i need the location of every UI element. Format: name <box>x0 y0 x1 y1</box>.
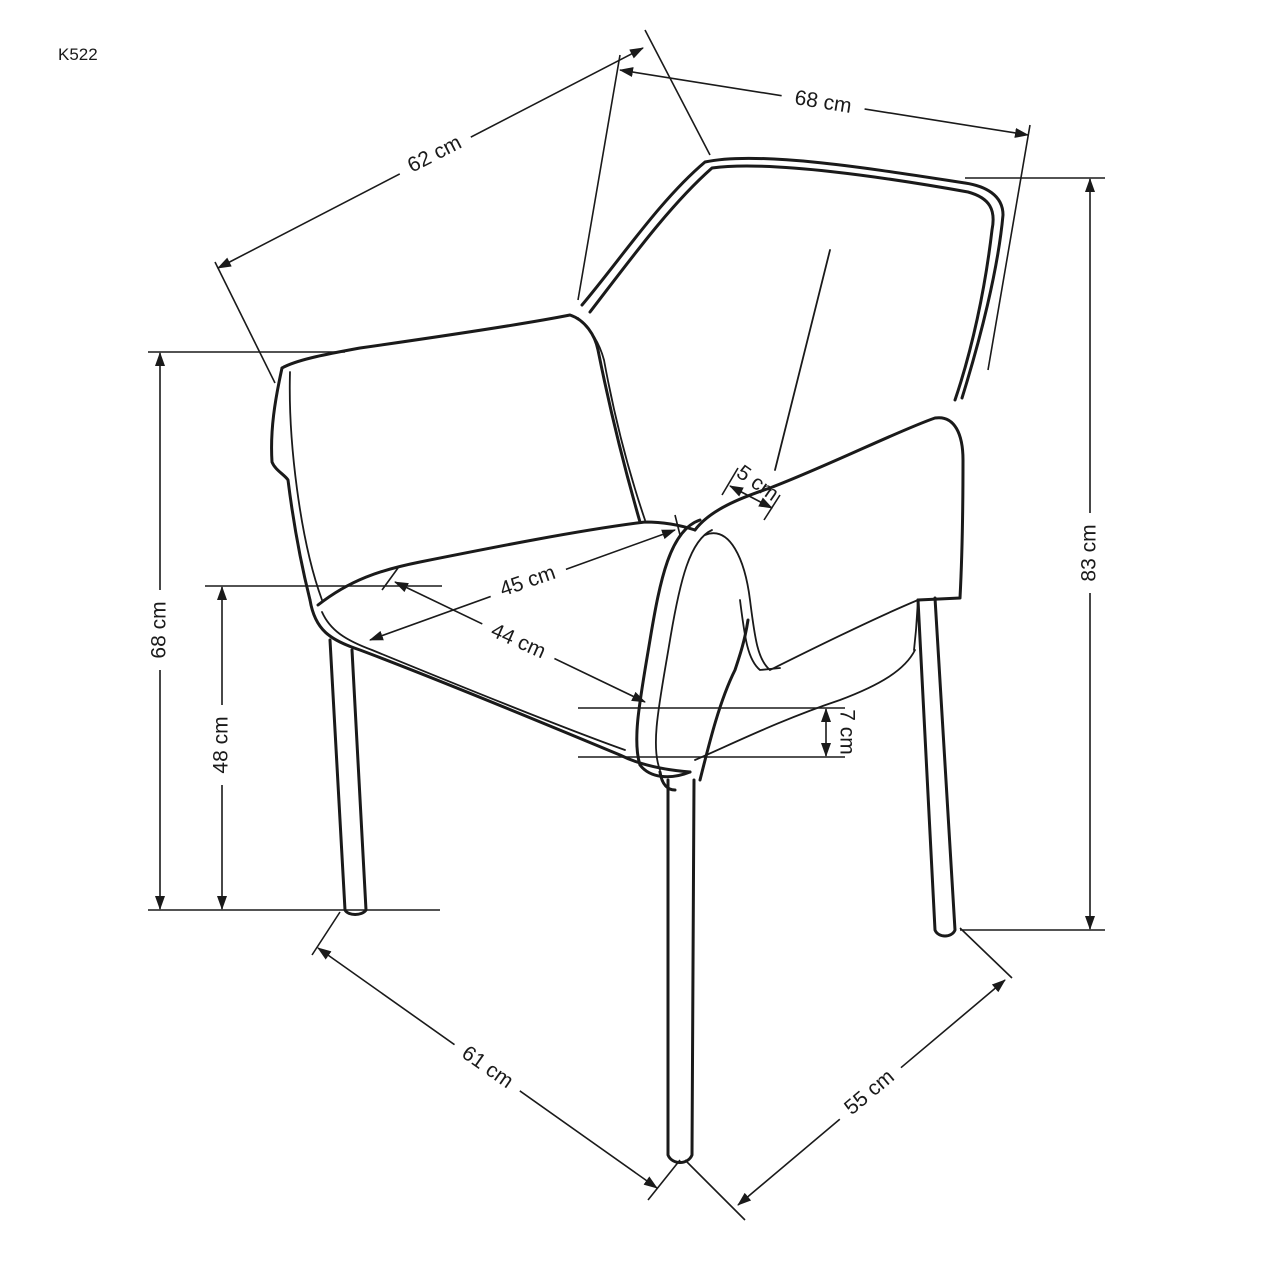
left-armrest <box>280 313 642 524</box>
backrest <box>580 156 1005 400</box>
dim-83cm: 83 cm <box>1078 524 1101 581</box>
dimensions: 62 cm 68 cm 83 cm 68 cm 48 cm 45 cm 44 c… <box>146 29 1105 1221</box>
backrest-inner <box>588 164 995 402</box>
frame <box>698 618 750 782</box>
leg-back-left <box>658 770 677 792</box>
left-armrest-side <box>270 366 312 602</box>
dim-48cm: 48 cm <box>210 716 233 773</box>
leg-front-left <box>328 638 368 916</box>
right-armrest <box>693 416 965 602</box>
backrest-seam <box>774 249 831 471</box>
chair-drawing <box>270 156 1005 1164</box>
model-code: K522 <box>58 45 98 64</box>
seat-front <box>308 598 692 774</box>
leg-back-right <box>916 596 957 938</box>
dim-7cm: 7 cm <box>835 709 858 755</box>
leg-front-center <box>666 778 696 1164</box>
dim-68cm-armrest: 68 cm <box>148 601 171 658</box>
